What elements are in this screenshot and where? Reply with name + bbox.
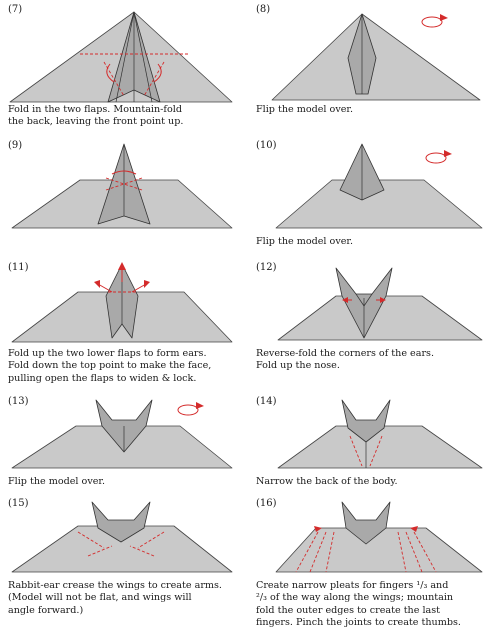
step-number: (9) xyxy=(8,140,23,151)
step-8-caption: Flip the model over. xyxy=(256,104,354,115)
step-7-caption: Fold in the two flaps. Mountain-fold the… xyxy=(8,104,184,128)
step-15-diagram xyxy=(11,501,233,573)
step-11-caption: Fold up the two lower flaps to form ears… xyxy=(8,348,212,384)
step-7-diagram xyxy=(9,11,233,103)
step-14-caption: Narrow the back of the body. xyxy=(256,476,398,487)
step-10-caption: Flip the model over. xyxy=(256,236,354,247)
step-7: (7) Fold in the two flaps. Mountain-fold… xyxy=(8,4,234,132)
step-8-diagram xyxy=(271,13,481,101)
step-number: (12) xyxy=(256,262,277,273)
step-11-diagram xyxy=(11,262,233,343)
step-15-caption: Rabbit-ear crease the wings to create ar… xyxy=(8,580,222,616)
step-number: (8) xyxy=(256,4,271,15)
step-8: (8) Flip the model over. xyxy=(256,4,482,132)
step-15: (15) Rabbit-ear crease the wings to crea… xyxy=(8,498,234,636)
step-13-diagram xyxy=(11,399,233,469)
step-14: (14) Narrow the back of the body. xyxy=(256,396,483,492)
step-13: (13) Flip the model over. xyxy=(8,396,234,492)
step-12-caption: Reverse-fold the corners of the ears. Fo… xyxy=(256,348,435,372)
step-11: (11) Fold up the two lower flaps to form… xyxy=(8,262,234,392)
step-9-diagram xyxy=(11,143,233,229)
step-number: (7) xyxy=(8,4,23,15)
step-number: (14) xyxy=(256,396,277,407)
step-12: (12) Reverse-fold the corners of the ear… xyxy=(256,262,483,380)
step-16: (16) Create narrow pleats for fingers ¹/… xyxy=(256,498,483,638)
step-number: (11) xyxy=(8,262,29,273)
flip-arrow-icon xyxy=(425,150,452,164)
flip-arrow-icon xyxy=(177,402,204,416)
step-9: (9) xyxy=(8,140,234,260)
flip-arrow-icon xyxy=(421,14,448,28)
step-number: (10) xyxy=(256,140,277,151)
step-number: (15) xyxy=(8,498,29,509)
step-number: (16) xyxy=(256,498,277,509)
step-10: (10) Flip the model over. xyxy=(256,140,483,258)
step-12-diagram xyxy=(277,267,483,341)
step-14-diagram xyxy=(277,399,483,469)
step-10-diagram xyxy=(275,143,483,229)
step-16-caption: Create narrow pleats for fingers ¹/₃ and… xyxy=(256,580,461,629)
step-16-diagram xyxy=(275,501,483,573)
step-13-caption: Flip the model over. xyxy=(8,476,106,487)
step-number: (13) xyxy=(8,396,29,407)
